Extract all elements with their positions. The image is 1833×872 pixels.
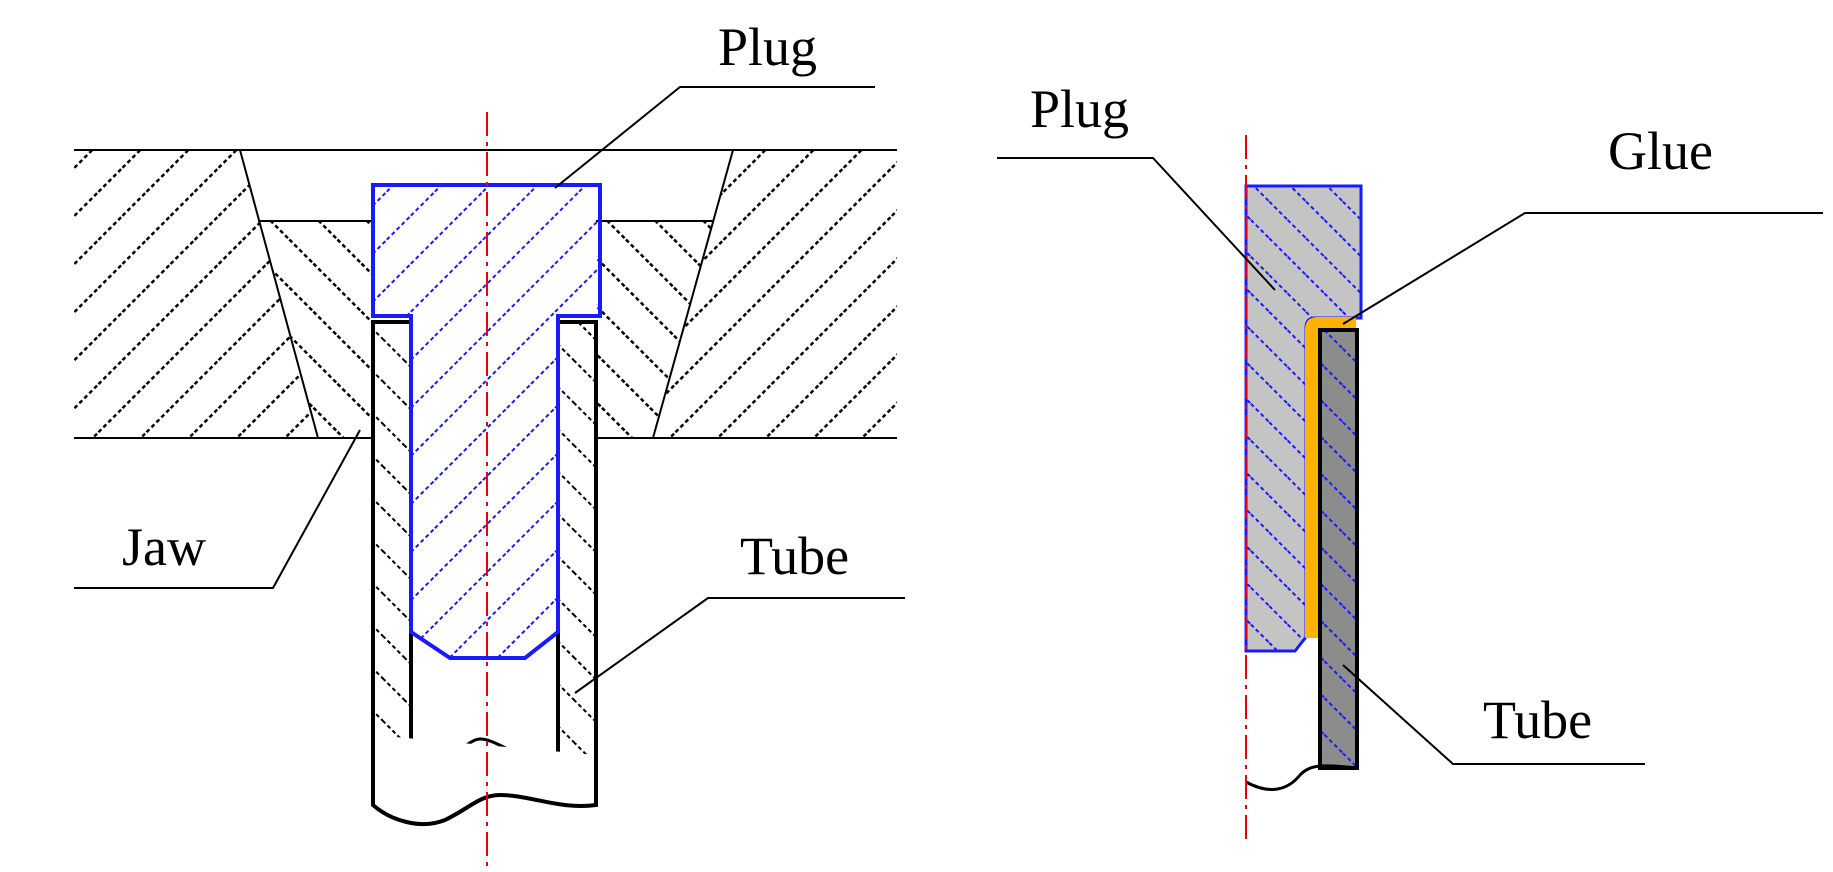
leader-tube-right (1342, 664, 1645, 765)
label-plug-right: Plug (1030, 79, 1129, 139)
label-glue-right: Glue (1608, 121, 1713, 181)
label-plug-left: Plug (718, 17, 817, 77)
leader-plug-right (997, 157, 1276, 291)
left-diagram: Plug Jaw Tube (74, 17, 905, 872)
tube-left (371, 320, 598, 764)
leader-jaw-left (74, 429, 361, 589)
label-jaw-left: Jaw (122, 517, 206, 577)
right-diagram: Plug Glue Tube (997, 79, 1823, 842)
label-tube-left: Tube (740, 526, 849, 586)
tube-break (371, 735, 598, 827)
leader-tube-left (574, 597, 905, 694)
leader-plug-left (554, 86, 875, 189)
plug-left (371, 183, 602, 660)
tube-right (1318, 328, 1359, 770)
leader-glue-right (1342, 212, 1823, 325)
tube-break-right (1245, 764, 1358, 791)
jaw-body (74, 149, 897, 439)
label-tube-right: Tube (1483, 690, 1592, 750)
